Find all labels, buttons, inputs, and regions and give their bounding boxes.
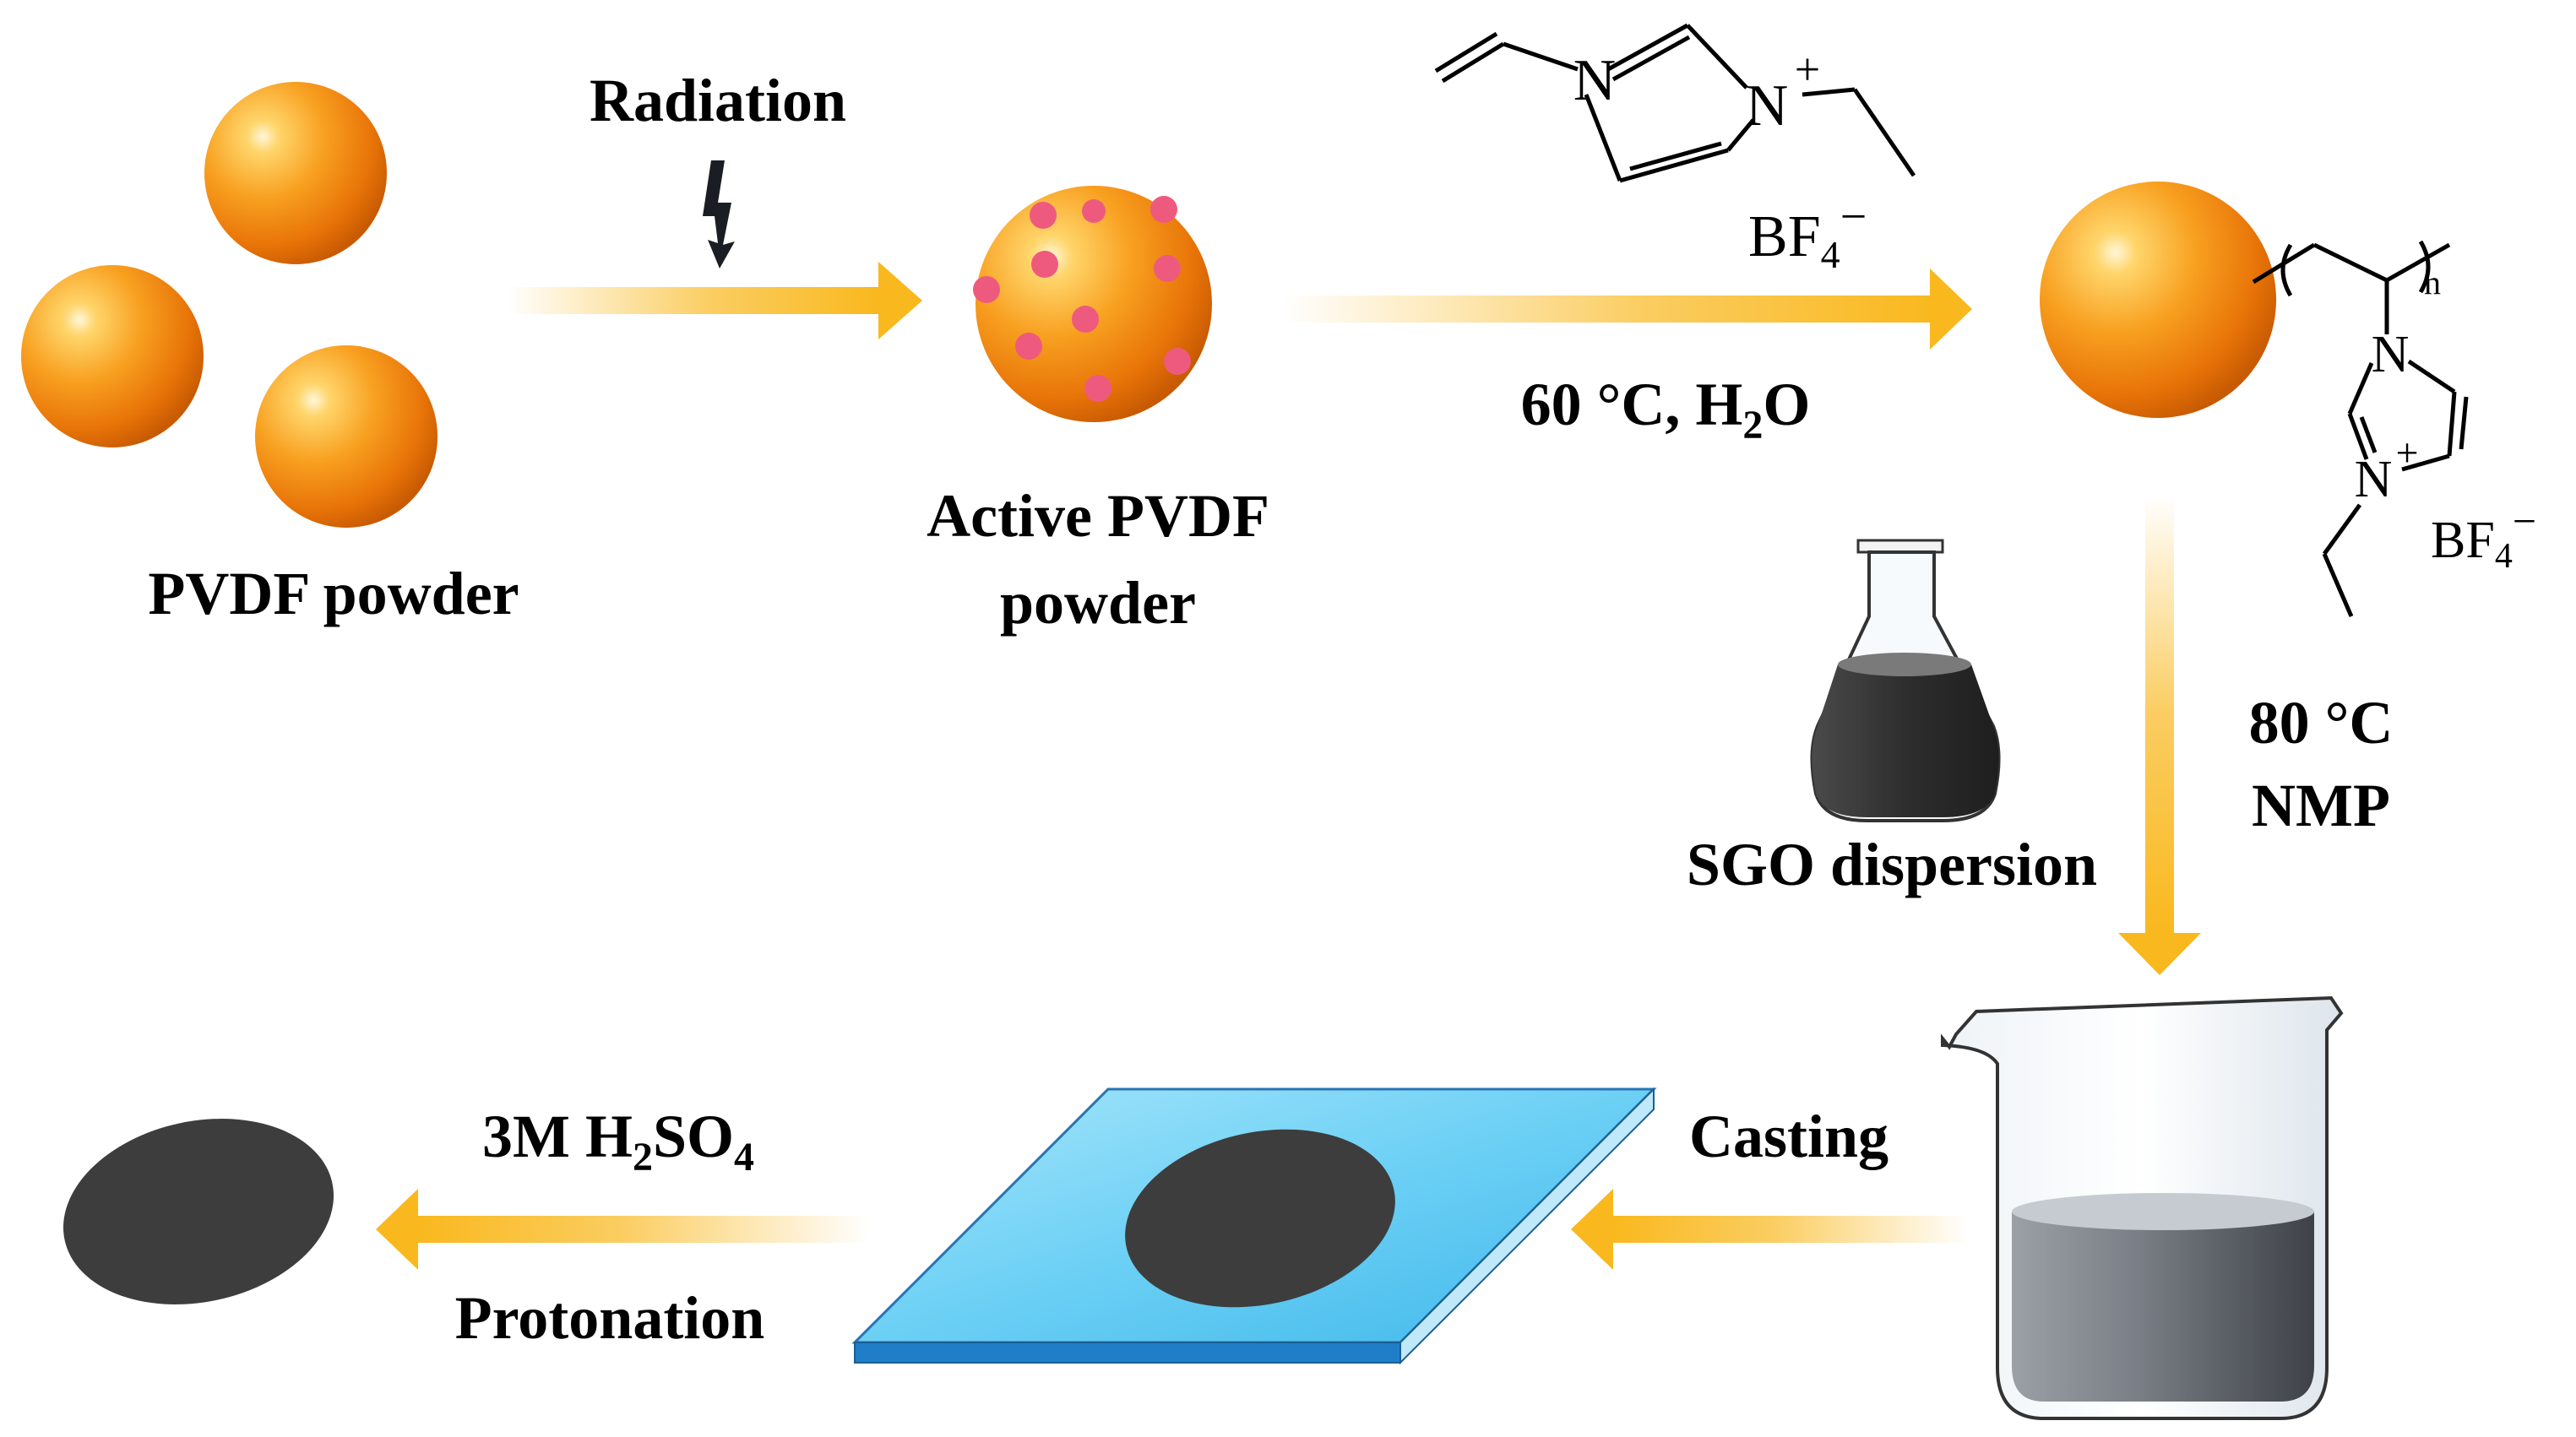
pvdf-sphere	[255, 345, 437, 528]
sgo-dispersion-label: SGO dispersion	[1687, 831, 2097, 898]
poly-ionic-liquid-structure	[2252, 240, 2469, 617]
arrow-grafting	[1284, 268, 1972, 350]
active-site-dot	[1084, 375, 1111, 402]
cast-membrane	[1125, 1129, 1395, 1308]
radiation-label: Radiation	[590, 67, 846, 134]
pvdf-sphere	[204, 82, 387, 264]
active-site-dot	[1150, 196, 1177, 223]
active-site-dot	[1072, 306, 1099, 333]
dissolve-solvent: NMP	[2252, 772, 2390, 839]
active-pvdf-sphere	[973, 186, 1212, 422]
arrow-down-dissolve	[2118, 494, 2201, 975]
active-pvdf-label-line1: Active PVDF	[927, 482, 1269, 550]
arrow-radiation	[507, 262, 922, 339]
active-site-dot	[1031, 251, 1058, 278]
active-site-dot	[1082, 199, 1106, 223]
active-site-dot	[973, 276, 1000, 303]
pvdf-sphere	[21, 265, 204, 447]
arrow-protonation	[376, 1189, 870, 1270]
active-site-dot	[1030, 202, 1057, 229]
polymer-n1: N	[2372, 326, 2410, 383]
glass-plate	[851, 1087, 1657, 1365]
active-site-dot	[1164, 348, 1191, 375]
monomer-n2: N	[1746, 73, 1789, 138]
monomer-bf4: BF4−	[1748, 191, 1867, 276]
casting-label: Casting	[1689, 1103, 1889, 1170]
active-pvdf-label-line2: powder	[1000, 569, 1196, 637]
arrow-casting	[1571, 1189, 1968, 1270]
polymer-n2: N	[2355, 451, 2393, 508]
pvdf-powder-label: PVDF powder	[148, 560, 519, 627]
sgo-liquid	[1812, 664, 1999, 817]
beaker-liquid	[2012, 1212, 2314, 1402]
polymer-n-subscript: n	[2424, 263, 2441, 301]
active-site-dot	[1154, 255, 1181, 282]
monomer-plus: +	[1795, 44, 1820, 95]
monomer-n1: N	[1573, 48, 1617, 113]
polymer-plus: +	[2395, 431, 2418, 475]
acid-label: 3M H2SO4	[482, 1103, 754, 1179]
final-membrane	[62, 1119, 334, 1304]
casting-beaker	[1941, 995, 2344, 1420]
grafted-pvdf-sphere	[2040, 182, 2276, 418]
pvdf-powder-spheres	[21, 82, 437, 528]
sgo-flask	[1810, 539, 2001, 822]
lightning-icon	[703, 160, 735, 268]
grafting-conditions: 60 °C, H2O	[1521, 371, 1811, 447]
dissolve-temperature: 80 °C	[2249, 689, 2394, 756]
active-site-dot	[1015, 333, 1042, 360]
vinyl-imidazolium-structure	[1434, 23, 1916, 183]
polymer-bf4: BF4−	[2431, 497, 2536, 576]
protonation-label: Protonation	[455, 1284, 765, 1352]
